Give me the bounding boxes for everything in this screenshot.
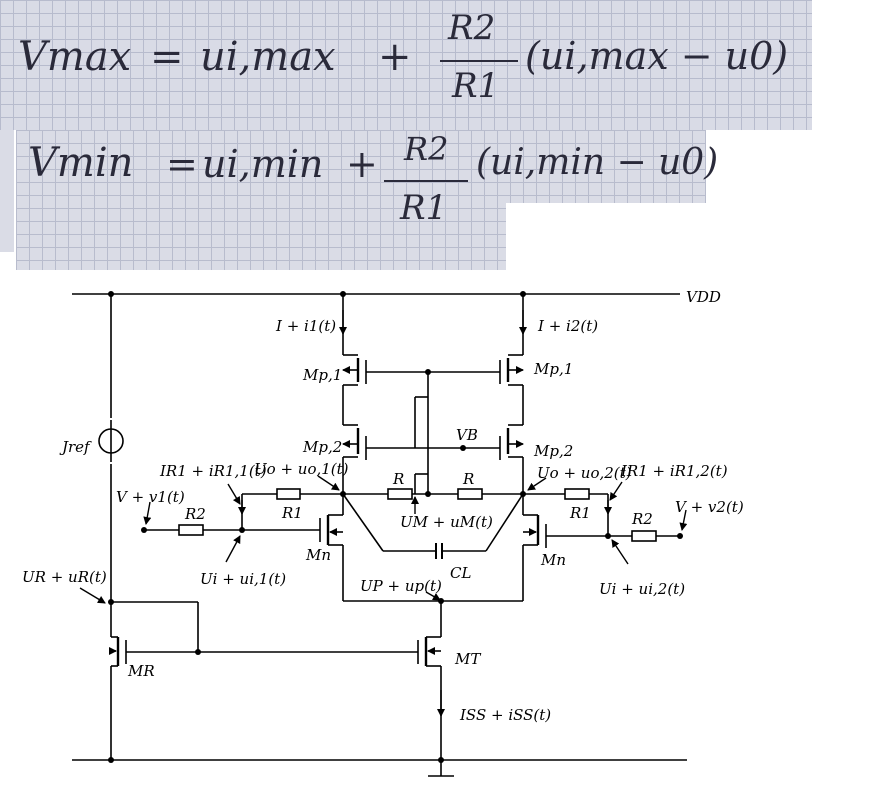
handwritten-note-vmin: Vmin = ui,min + R2 R1 (ui,min − u0)	[16, 130, 726, 273]
vmax-lhs: Vmax	[18, 34, 132, 80]
vmax-term1: ui,max	[200, 34, 336, 80]
label-ir1-left: IR1 + iR1,1(t)	[159, 462, 267, 480]
label-ui2: Ui + ui,2(t)	[599, 580, 685, 598]
label-i1: I + i1(t)	[275, 317, 336, 335]
label-v2: V + v2(t)	[675, 498, 744, 516]
r2-right-resistor	[631, 530, 657, 542]
label-i2: I + i2(t)	[537, 317, 598, 335]
mr-transistor	[109, 636, 127, 667]
current-arrows	[79, 310, 688, 717]
r-left-resistor	[387, 488, 413, 500]
label-vb: VB	[456, 426, 478, 444]
label-up: UP + up(t)	[360, 577, 442, 595]
r1-left-resistor	[276, 488, 301, 500]
label-mp1-left: Mp,1	[302, 366, 342, 384]
note-edge-strip	[0, 130, 14, 252]
circuit-schematic: VDD I + i1(t) I + i2(t) Mp,1 Mp,1 Mp,2 M…	[22, 288, 744, 777]
label-mt: MT	[454, 650, 481, 668]
label-um: UM + uM(t)	[400, 513, 493, 531]
label-r1-left: R1	[281, 504, 303, 522]
label-r-left: R	[392, 470, 404, 488]
label-iss: ISS + iSS(t)	[459, 706, 551, 724]
handwritten-note-vmax: Vmax = ui,max + R2 R1 (ui,max − u0)	[0, 0, 812, 130]
label-v1: V + v1(t)	[116, 488, 185, 506]
mn-left-transistor	[319, 514, 343, 546]
label-uo1: Uo + uo,1(t)	[254, 460, 349, 478]
vmin-term1: ui,min	[202, 142, 324, 186]
r-right-resistor	[457, 488, 483, 500]
label-r-right: R	[462, 470, 474, 488]
note-cutout	[506, 203, 726, 273]
vmax-eq: =	[150, 34, 184, 80]
label-r1-right: R1	[569, 504, 591, 522]
label-uo2: Uo + uo,2(t)	[537, 464, 632, 482]
cl-capacitor	[435, 543, 443, 559]
label-mr: MR	[127, 662, 155, 680]
label-cl: CL	[450, 564, 471, 582]
label-mn-left: Mn	[305, 546, 331, 564]
label-mn-right: Mn	[540, 551, 566, 569]
mp2-right-transistor	[499, 424, 524, 460]
circuit-wires	[72, 293, 687, 777]
vmin-lhs: Vmin	[28, 140, 134, 186]
vmin-num: R2	[404, 130, 449, 168]
mp1-left-transistor	[342, 354, 367, 386]
label-vdd: VDD	[686, 288, 721, 306]
vmax-den: R1	[452, 66, 500, 106]
label-jref: Jref	[59, 438, 92, 456]
label-ir1-right: IR1 + iR1,2(t)	[620, 462, 728, 480]
label-mp1-right: Mp,1	[533, 360, 573, 378]
junction-dots	[108, 291, 683, 763]
label-ur: UR + uR(t)	[22, 568, 107, 586]
vmax-plus: +	[378, 34, 412, 80]
mn-right-transistor	[523, 514, 547, 548]
r2-left-resistor	[178, 524, 204, 536]
vmax-paren: (ui,max − u0)	[525, 34, 789, 78]
label-r2-right: R2	[631, 510, 653, 528]
mt-transistor	[417, 636, 441, 667]
r1-right-resistor	[564, 488, 590, 500]
vmax-fraction-bar	[440, 60, 518, 62]
mp2-left-transistor	[342, 424, 367, 460]
label-mp2-left: Mp,2	[302, 438, 342, 456]
vmin-paren: (ui,min − u0)	[476, 142, 719, 183]
mp1-right-transistor	[499, 354, 524, 386]
vmax-num: R2	[448, 8, 496, 48]
vmin-plus: +	[346, 142, 378, 186]
jref-current-source	[98, 420, 124, 462]
vmin-fraction-bar	[384, 180, 468, 182]
label-mp2-right: Mp,2	[533, 442, 573, 460]
label-ui1: Ui + ui,1(t)	[200, 570, 286, 588]
label-r2-left: R2	[184, 505, 206, 523]
vmin-eq: =	[166, 142, 198, 186]
vmin-den: R1	[400, 188, 448, 228]
